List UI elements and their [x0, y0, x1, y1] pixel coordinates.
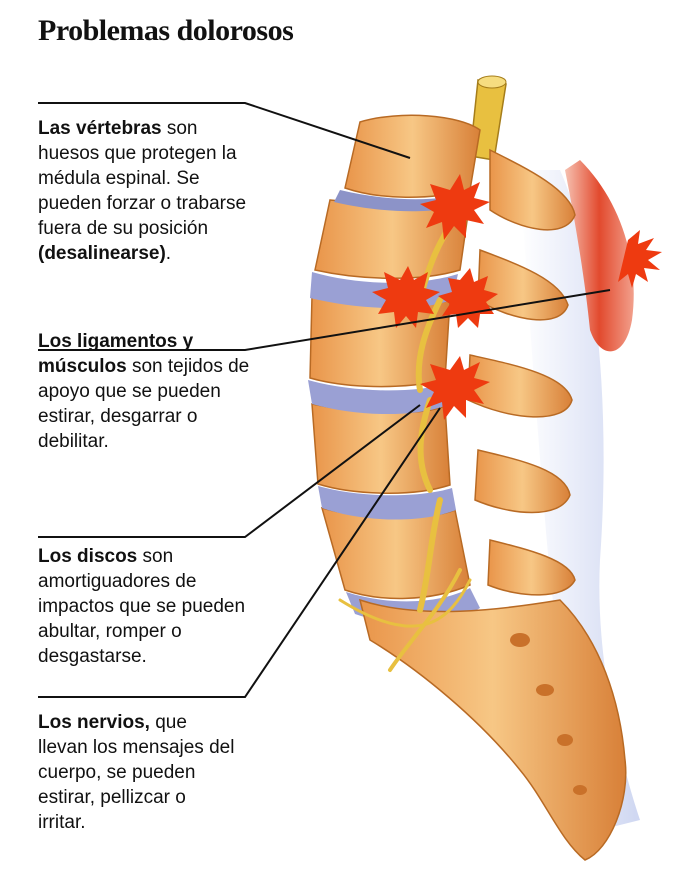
pain-burst-icon — [420, 356, 490, 420]
callout-ligamentos: Los ligamentos y músculos son tejidos de… — [38, 329, 258, 454]
callout-discos: Los discos son amortiguadores de impacto… — [38, 544, 253, 669]
callout-tail: . — [165, 243, 172, 264]
callout-nervios: Los nervios, que llevan los mensajes del… — [38, 710, 238, 835]
callout-heading: Los discos — [38, 546, 138, 567]
vertebra — [320, 506, 471, 600]
leader-lines — [38, 102, 611, 698]
sacrum — [358, 598, 627, 861]
spinal-cord-top — [477, 75, 507, 89]
leader-line-ligamentos — [38, 289, 611, 351]
callout-heading: Los ligamentos y músculos — [38, 331, 194, 377]
leader-line-nervios — [38, 407, 441, 698]
sacral-foramina — [510, 633, 587, 795]
pain-burst-icon — [420, 174, 490, 240]
callout-term: (desalinearse) — [38, 243, 166, 264]
muscle-pain-burst — [618, 230, 662, 288]
callout-text: son tejidos de apoyo que se pueden estir… — [38, 356, 250, 452]
spinous-processes — [467, 148, 576, 596]
ligament-band — [520, 170, 640, 830]
callout-text: que llevan los mensajes del cuerpo, se p… — [38, 712, 235, 833]
leader-line-discos — [38, 404, 421, 538]
callout-heading: Las vértebras — [38, 118, 162, 139]
leader-line-vertebras — [38, 102, 411, 159]
muscle — [565, 160, 634, 352]
disc — [308, 380, 446, 415]
pain-burst-icon — [438, 268, 498, 328]
vertebra — [311, 403, 451, 494]
pain-bursts — [372, 174, 498, 420]
callout-vertebras: Las vértebras son huesos que protegen la… — [38, 116, 253, 266]
disc — [318, 486, 456, 520]
callout-text: son huesos que protegen la médula espina… — [38, 118, 247, 239]
pain-burst-icon — [372, 266, 440, 328]
page-title: Problemas dolorosos — [38, 14, 294, 47]
callout-text: son amortiguadores de impactos que se pu… — [38, 546, 246, 667]
callout-heading: Los nervios, — [38, 712, 150, 733]
